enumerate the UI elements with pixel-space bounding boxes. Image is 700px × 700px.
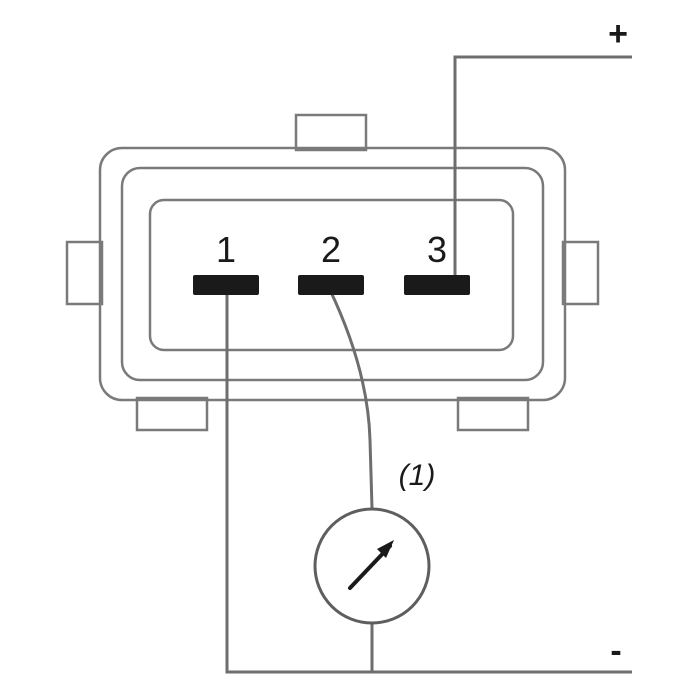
pins [193,275,470,295]
wiring [225,55,632,674]
positive-terminal-label: + [608,15,628,53]
pin-3-label: 3 [427,229,447,270]
pin-2-label: 2 [321,229,341,270]
bottom-right-foot [456,396,530,432]
pin-1 [193,275,259,295]
pin-1-label: 1 [216,229,236,270]
pin-2 [298,275,364,295]
pin1-ground-wire [225,290,632,674]
bottom-left-foot [135,396,209,432]
pin-3 [404,275,470,295]
right-side-tab [561,240,600,306]
housing-outer [98,146,567,402]
left-side-tab [65,240,104,306]
negative-terminal-label: - [610,632,621,670]
connector-housing [65,113,600,432]
housing-inner-wall [120,166,545,382]
top-latch [294,113,368,152]
meter-gauge-icon [313,507,431,625]
pin2-meter-wire [328,289,374,509]
positive-wire [453,55,632,282]
meter-reference-label: (1) [399,459,436,492]
housing-cavity [148,198,515,352]
